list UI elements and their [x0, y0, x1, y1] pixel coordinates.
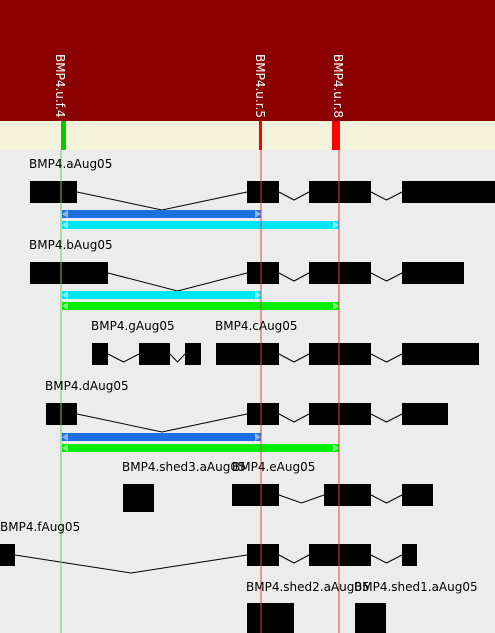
exon-c-0 — [216, 343, 279, 365]
amplicon-bar-a1 — [62, 210, 261, 218]
transcript-label-d[interactable]: BMP4.dAug05 — [45, 379, 129, 393]
exon-f-0 — [0, 544, 15, 566]
exon-a-2 — [309, 181, 371, 203]
amplicon-arrow-left-d2 — [62, 444, 68, 452]
probe-marker-f4 — [61, 121, 66, 150]
intron-f-0 — [14, 554, 248, 574]
exon-b-3 — [402, 262, 464, 284]
intron-g-1 — [169, 353, 186, 363]
intron-c-1 — [370, 353, 403, 363]
exon-f-3 — [402, 544, 417, 566]
intron-c-0 — [278, 353, 310, 363]
amplicon-arrow-right-a1 — [255, 210, 261, 218]
exon-a-0 — [30, 181, 77, 203]
amplicon-arrow-right-d2 — [333, 444, 339, 452]
intron-f-1 — [278, 554, 310, 564]
exon-a-1 — [247, 181, 279, 203]
transcript-label-shed3[interactable]: BMP4.shed3.aAug05 — [122, 460, 246, 474]
transcript-label-g[interactable]: BMP4.gAug05 — [91, 319, 175, 333]
intron-b-0 — [107, 272, 248, 292]
intron-d-2 — [370, 413, 403, 423]
exon-b-2 — [309, 262, 371, 284]
amplicon-arrow-right-b2 — [333, 302, 339, 310]
exon-d-3 — [402, 403, 448, 425]
intron-e-0 — [278, 494, 325, 504]
amplicon-bar-b2 — [62, 302, 339, 310]
exon-shed1-0 — [355, 603, 386, 633]
exon-c-1 — [309, 343, 371, 365]
amplicon-arrow-left-b1 — [62, 291, 68, 299]
exon-shed2-0 — [247, 603, 294, 633]
amplicon-arrow-left-d1 — [62, 433, 68, 441]
exon-e-2 — [402, 484, 433, 506]
exon-b-0 — [30, 262, 108, 284]
amplicon-bar-b1 — [62, 291, 261, 299]
exon-shed3-0 — [123, 484, 154, 512]
exon-g-1 — [139, 343, 170, 365]
probe-label-r8[interactable]: BMP4.u.r.8 — [331, 54, 345, 118]
intron-a-1 — [278, 191, 310, 201]
amplicon-arrow-left-a2 — [62, 221, 68, 229]
probe-header: BMP4.u.f.4 BMP4.u.r.5 BMP4.u.r.8 — [0, 0, 495, 121]
transcript-label-c[interactable]: BMP4.cAug05 — [215, 319, 298, 333]
intron-g-0 — [107, 353, 140, 363]
transcript-label-b[interactable]: BMP4.bAug05 — [29, 238, 113, 252]
amplicon-arrow-left-a1 — [62, 210, 68, 218]
probe-label-r5[interactable]: BMP4.u.r.5 — [253, 54, 267, 118]
amplicon-bar-a2 — [62, 221, 339, 229]
intron-e-1 — [370, 494, 403, 504]
exon-g-0 — [92, 343, 108, 365]
transcript-label-f[interactable]: BMP4.fAug05 — [0, 520, 81, 534]
exon-g-2 — [185, 343, 201, 365]
intron-b-1 — [278, 272, 310, 282]
amplicon-arrow-right-d1 — [255, 433, 261, 441]
exon-d-2 — [309, 403, 371, 425]
transcript-label-a[interactable]: BMP4.aAug05 — [29, 157, 113, 171]
transcript-label-e[interactable]: BMP4.eAug05 — [232, 460, 316, 474]
intron-a-0 — [76, 191, 248, 211]
amplicon-bar-d1 — [62, 433, 261, 441]
probe-marker-r8 — [332, 121, 340, 150]
amplicon-arrow-right-b1 — [255, 291, 261, 299]
exon-e-0 — [232, 484, 279, 506]
exon-d-1 — [247, 403, 279, 425]
transcript-label-shed2[interactable]: BMP4.shed2.aAug05 — [246, 580, 370, 594]
exon-f-1 — [247, 544, 279, 566]
intron-a-2 — [370, 191, 403, 201]
exon-b-1 — [247, 262, 279, 284]
intron-f-2 — [370, 554, 403, 564]
intron-d-0 — [76, 413, 248, 433]
exon-e-1 — [324, 484, 371, 506]
probe-marker-r5 — [259, 121, 262, 150]
exon-c-2 — [402, 343, 479, 365]
exon-f-2 — [309, 544, 371, 566]
probe-label-f4[interactable]: BMP4.u.f.4 — [53, 54, 67, 118]
amplicon-arrow-left-b2 — [62, 302, 68, 310]
amplicon-arrow-right-a2 — [333, 221, 339, 229]
transcript-label-shed1[interactable]: BMP4.shed1.aAug05 — [354, 580, 478, 594]
amplicon-bar-d2 — [62, 444, 339, 452]
exon-a-3 — [402, 181, 495, 203]
probe-ruler — [0, 121, 495, 150]
intron-b-2 — [370, 272, 403, 282]
intron-d-1 — [278, 413, 310, 423]
